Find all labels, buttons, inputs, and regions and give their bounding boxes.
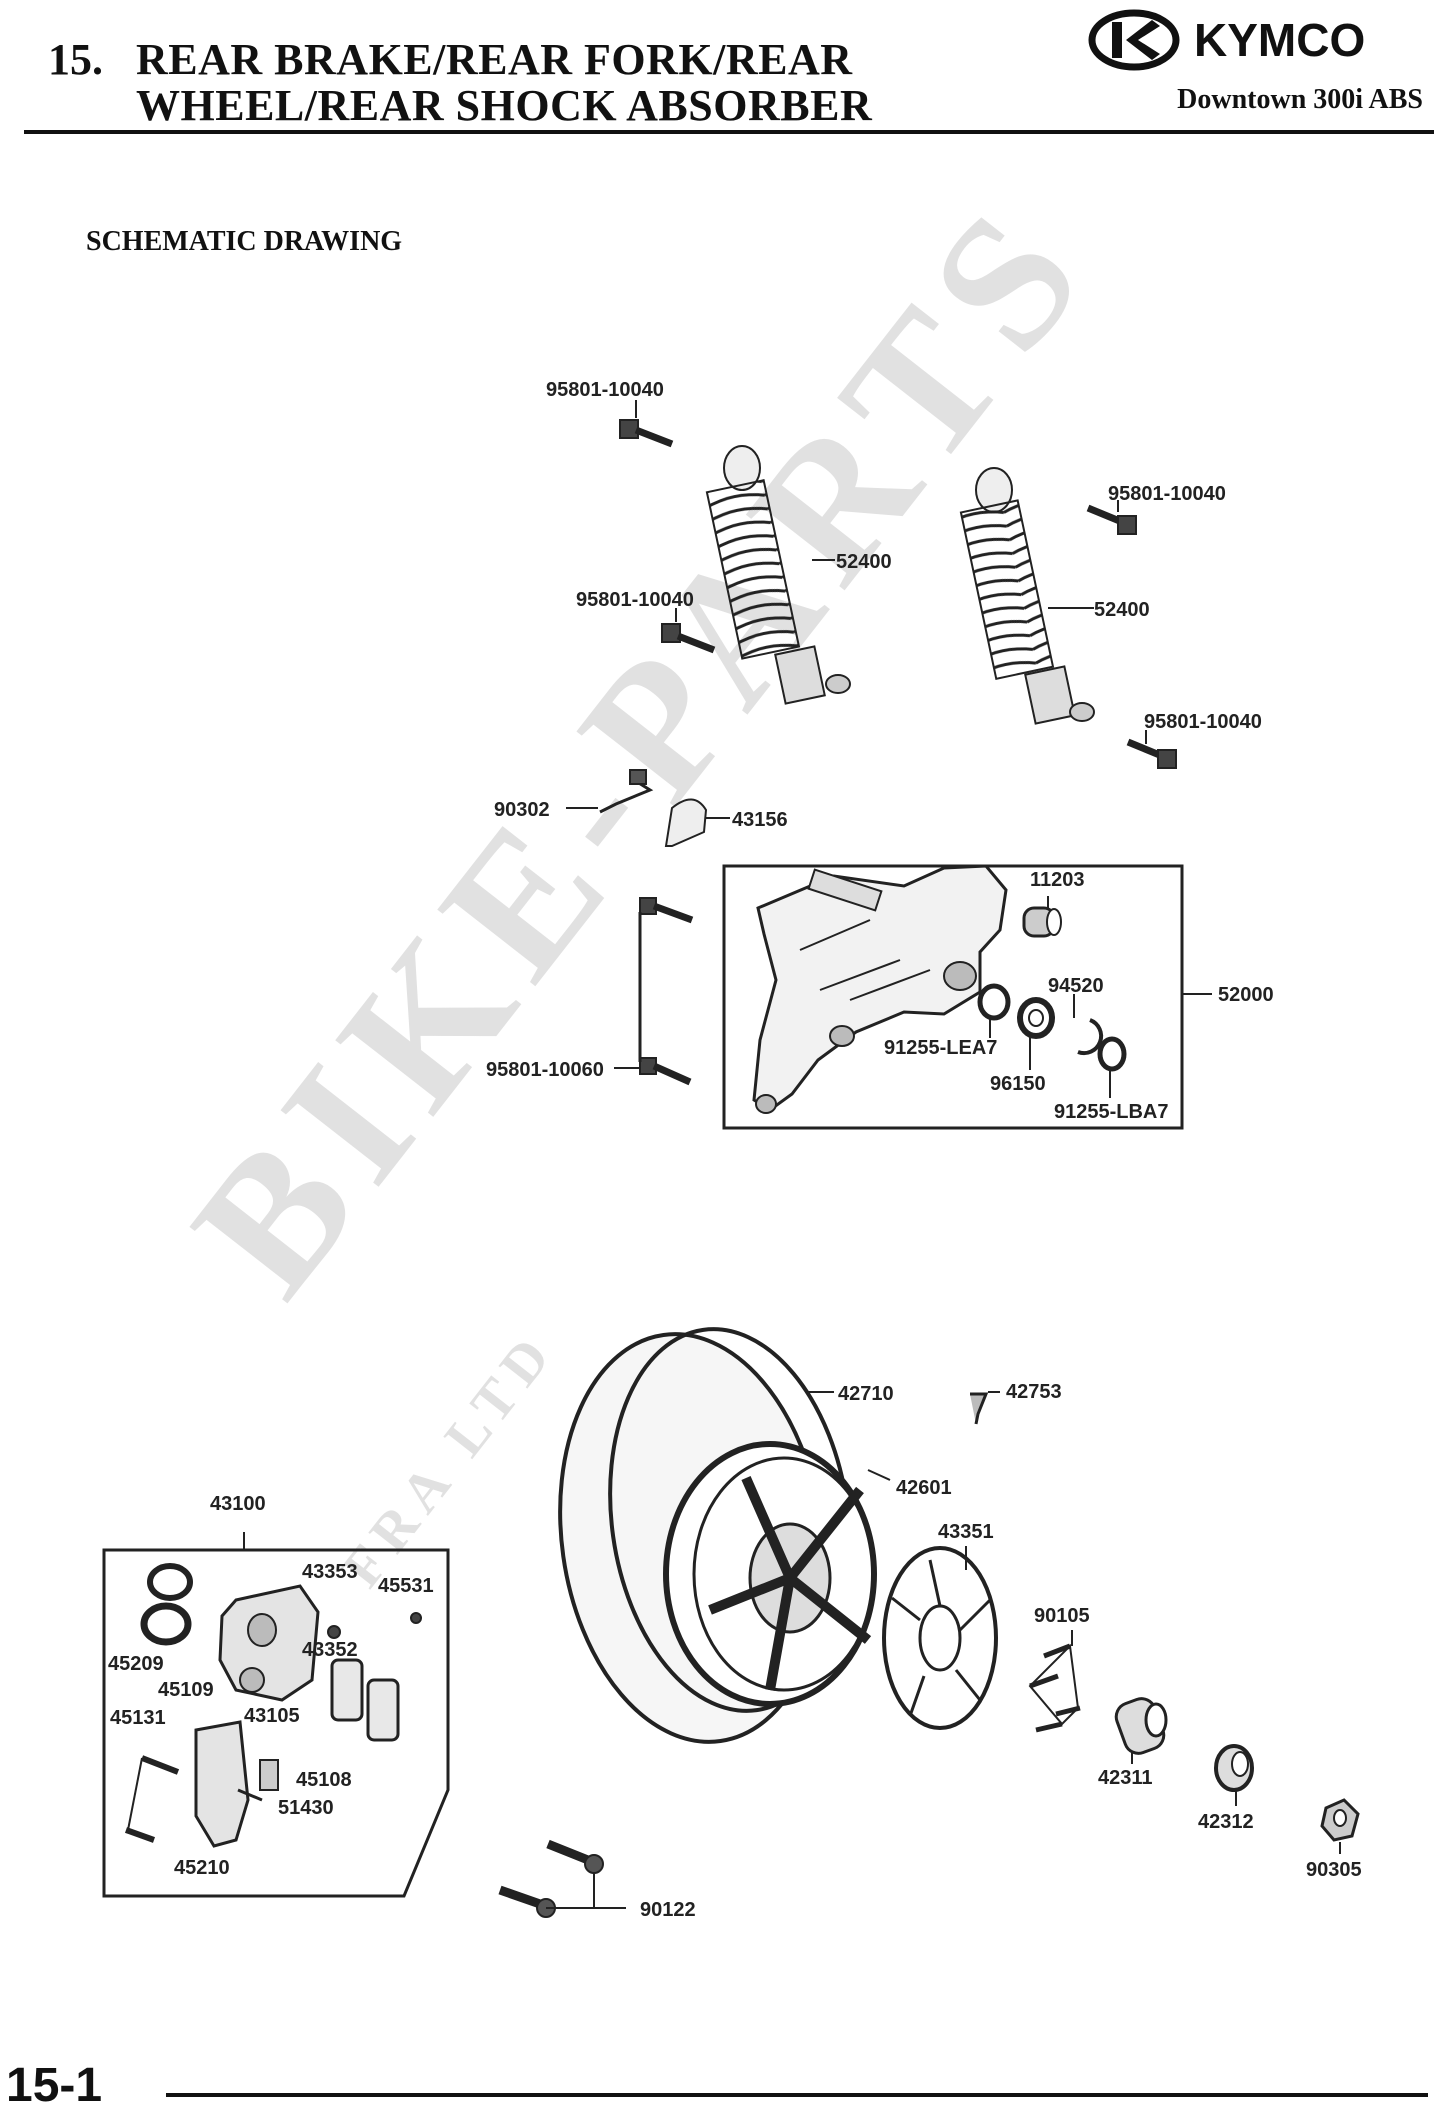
bolt-left-lower [661,623,716,654]
page-title-line-1: REAR BRAKE/REAR FORK/REAR [136,35,853,84]
page-title-line-2: WHEEL/REAR SHOCK ABSORBER [136,81,873,130]
label-screw-43352: 43352 [302,1639,358,1661]
bolt-upper-right [1086,504,1137,535]
shock-absorber-left [705,445,851,705]
label-bushing-11203: 11203 [1030,869,1085,891]
label-bolt-right-lower: 95801-10040 [1144,711,1262,733]
label-cap-45531: 45531 [378,1575,434,1597]
bolt-95801-10060 [638,897,694,1086]
label-pin-43353: 43353 [302,1561,358,1583]
label-bolt-left-lower: 95801-10040 [576,589,694,611]
label-nut-90305: 90305 [1306,1859,1362,1881]
label-disc-43351: 43351 [938,1521,994,1543]
label-bolt-90302: 90302 [494,799,550,821]
label-shock-left: 52400 [836,551,892,573]
label-circlip-94520: 94520 [1048,975,1104,997]
label-valve-42753: 42753 [1006,1381,1062,1403]
label-boot-51430: 51430 [278,1797,334,1819]
header-rule [24,130,1434,134]
caliper-43100 [124,1563,422,1848]
brand-emblem-icon [1088,9,1180,71]
footer-rule [166,2093,1428,2097]
label-piston-45109: 45109 [158,1679,214,1701]
label-bracket-45210: 45210 [174,1857,230,1879]
label-bolts-90105: 90105 [1034,1605,1090,1627]
chapter-number: 15. [48,35,103,84]
shock-absorber-right [959,467,1095,725]
page-number: 15-1 [6,2059,103,2112]
label-seal-91255-lba7: 91255-LBA7 [1054,1101,1169,1123]
label-clamp-43156: 43156 [732,809,788,831]
label-bolt-upper-right: 95801-10040 [1108,483,1226,505]
rear-fork-52000 [752,864,1008,1114]
circlip-94520 [1077,1018,1104,1056]
bolt-90302 [599,769,654,814]
rim-42601 [663,1441,877,1707]
label-rear-fork-52000: 52000 [1218,984,1274,1006]
label-tire-42710: 42710 [838,1383,894,1405]
label-bolt-45131: 45131 [110,1707,166,1729]
label-bearing-96150: 96150 [990,1073,1046,1095]
label-spring-45108: 45108 [296,1769,352,1791]
bolts-90105 [1028,1643,1081,1733]
bushing-11203 [1022,906,1062,938]
collar-42312 [1214,1744,1254,1792]
label-collar-42311: 42311 [1098,1767,1153,1789]
label-shock-right: 52400 [1094,599,1150,621]
seal-91255-lea7 [977,983,1011,1021]
collar-42311 [1114,1697,1168,1755]
model-name: Downtown 300i ABS [1177,84,1423,115]
label-caliper-43100: 43100 [210,1493,266,1515]
brake-disc-43351 [882,1546,998,1730]
label-seal-91255-lea7: 91255-LEA7 [884,1037,997,1059]
rear-fork-box [722,864,1184,1130]
valve-42753 [970,1392,989,1425]
label-seal-45209: 45209 [108,1653,164,1675]
label-bolt-95801-10060: 95801-10060 [486,1059,604,1081]
label-bolt-upper-left: 95801-10040 [546,379,664,401]
bearing-96150 [1017,997,1055,1039]
label-bolts-90122: 90122 [640,1899,696,1921]
nut-90305 [1320,1798,1360,1842]
bolts-90122 [498,1839,626,1918]
bolt-upper-left [619,419,674,448]
section-title: SCHEMATIC DRAWING [86,226,403,257]
caliper-box [102,1548,450,1898]
label-collar-42312: 42312 [1198,1811,1254,1833]
clamp-43156 [664,798,708,847]
seal-91255-lba7 [1097,1036,1127,1072]
label-pads-43105: 43105 [244,1705,300,1727]
brand-name: KYMCO [1194,14,1365,66]
brand-logo: KYMCO [1088,9,1365,71]
label-rim-42601: 42601 [896,1477,952,1499]
bolt-right-lower [1126,738,1177,769]
